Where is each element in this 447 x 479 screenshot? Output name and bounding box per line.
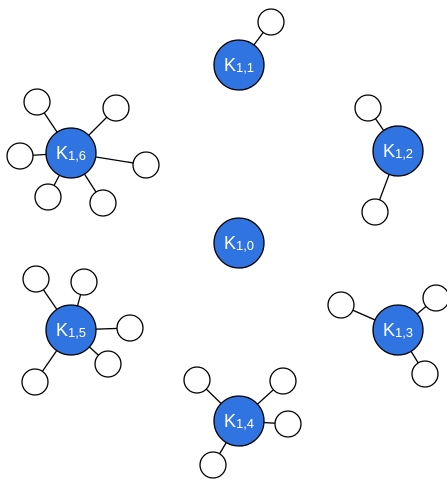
k15-leaf-node-2 xyxy=(70,268,98,296)
k15-leaf-node-5 xyxy=(21,368,49,396)
k14-label-subscript: 1,4 xyxy=(236,416,254,431)
k15-center-node xyxy=(45,304,97,356)
k16-leaf-node-1 xyxy=(23,88,51,116)
k14-label: K1,4 xyxy=(224,411,254,431)
star-graph-k15: K1,5 xyxy=(21,265,144,396)
k13-leaf-node-3 xyxy=(411,360,439,388)
k14-center-node xyxy=(213,395,265,447)
star-graph-k13: K1,3 xyxy=(327,284,447,388)
k16-label-subscript: 1,6 xyxy=(68,148,86,163)
k13-label: K1,3 xyxy=(383,320,413,340)
k15-label-main: K xyxy=(56,320,68,340)
k12-label: K1,2 xyxy=(383,141,413,161)
k12-label-main: K xyxy=(383,141,395,161)
k13-leaf-node-2 xyxy=(422,284,447,312)
k11-label: K1,1 xyxy=(224,55,254,75)
k14-label-main: K xyxy=(224,411,236,431)
k10-label-main: K xyxy=(224,233,236,253)
k16-leaf-node-2 xyxy=(102,94,130,122)
k10-label: K1,0 xyxy=(224,233,254,253)
k16-leaf-node-6 xyxy=(89,189,117,217)
k14-leaf-node-4 xyxy=(199,451,227,479)
k11-center-node xyxy=(213,39,265,91)
k15-leaf-node-3 xyxy=(116,314,144,342)
k13-center-node xyxy=(372,304,424,356)
k16-label-main: K xyxy=(56,143,68,163)
k11-label-main: K xyxy=(224,55,236,75)
k16-leaf-node-5 xyxy=(34,183,62,211)
k14-leaf-node-1 xyxy=(183,366,211,394)
k15-label-subscript: 1,5 xyxy=(68,325,86,340)
k11-leaf-node-1 xyxy=(257,8,285,36)
k16-label: K1,6 xyxy=(56,143,86,163)
k15-leaf-node-1 xyxy=(22,265,50,293)
star-graph-k14: K1,4 xyxy=(183,366,302,479)
k12-center-node xyxy=(372,125,424,177)
k14-leaf-node-3 xyxy=(274,410,302,438)
k16-center-node xyxy=(45,127,97,179)
k15-leaf-node-4 xyxy=(94,350,122,378)
k12-leaf-node-2 xyxy=(361,198,389,226)
k16-leaf-node-3 xyxy=(6,142,34,170)
k13-label-subscript: 1,3 xyxy=(395,325,413,340)
k16-leaf-node-4 xyxy=(132,151,160,179)
star-graph-k16: K1,6 xyxy=(6,88,160,217)
star-graph-k11: K1,1 xyxy=(213,8,285,91)
k15-label: K1,5 xyxy=(56,320,86,340)
k13-label-main: K xyxy=(383,320,395,340)
k10-label-subscript: 1,0 xyxy=(236,238,254,253)
k11-label-subscript: 1,1 xyxy=(236,60,254,75)
k14-leaf-node-2 xyxy=(269,367,297,395)
star-graph-k12: K1,2 xyxy=(354,94,424,226)
k13-leaf-node-1 xyxy=(327,291,355,319)
k12-label-subscript: 1,2 xyxy=(395,146,413,161)
k10-center-node xyxy=(213,217,265,269)
k12-leaf-node-1 xyxy=(354,94,382,122)
star-graph-k10: K1,0 xyxy=(213,217,265,269)
